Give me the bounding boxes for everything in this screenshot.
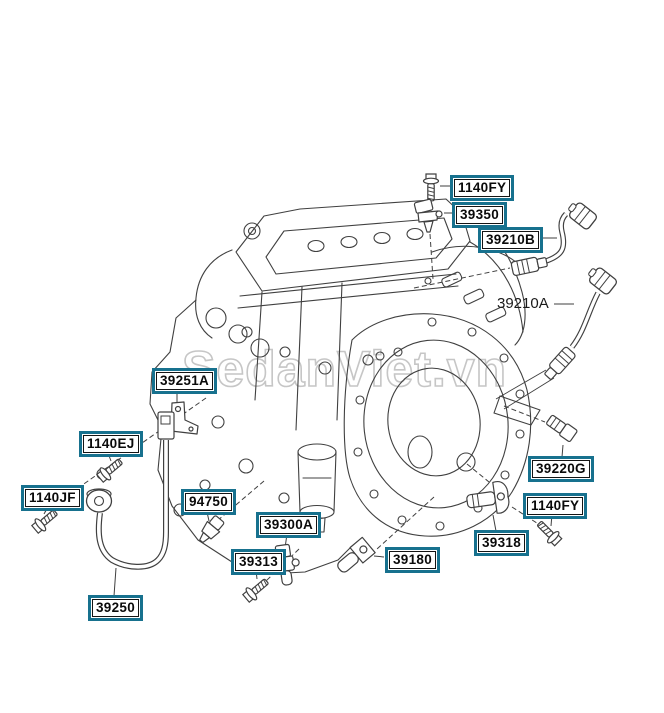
part-label-text: 1140FY: [527, 497, 584, 515]
watermark-text: SedanViet.vn: [182, 341, 507, 397]
part-label-text: 39250: [92, 599, 140, 617]
part-label-text: 1140FY: [454, 179, 511, 197]
part-label-text: 39210B: [482, 231, 540, 249]
part-label-1140ej[interactable]: 1140EJ: [79, 431, 143, 457]
part-label-text: 39180: [389, 551, 437, 569]
bolt-icon-1140fy-bottom: [533, 517, 565, 549]
part-label-1140fy-bottom[interactable]: 1140FY: [523, 493, 588, 519]
part-label-text: 39220G: [532, 460, 590, 478]
oxygen-sensor-icon-39210b: [510, 198, 599, 277]
part-label-text: 39313: [235, 553, 283, 571]
coolant-temp-sensor-icon-39350: [413, 198, 443, 233]
part-label-39250[interactable]: 39250: [88, 595, 144, 621]
engine-line-art: [96, 198, 541, 575]
knock-sensor-cable-icon-39250: [85, 411, 175, 570]
watermark: SedanViet.vn: [181, 340, 507, 398]
part-label-39350[interactable]: 39350: [452, 202, 508, 228]
sensor-icon-39318: [466, 481, 510, 514]
bracket-icon-39251a: [170, 401, 199, 435]
crankshaft-position-sensor-icon-39180: [337, 536, 376, 573]
part-label-39220g[interactable]: 39220G: [528, 456, 594, 482]
part-label-39210b[interactable]: 39210B: [478, 227, 544, 253]
part-label-39300a[interactable]: 39300A: [256, 512, 322, 538]
temp-sensor-icon-39220g: [546, 414, 578, 443]
part-label-39313[interactable]: 39313: [231, 549, 287, 575]
part-label-94750[interactable]: 94750: [181, 489, 237, 515]
part-label-text: 39318: [478, 534, 526, 552]
part-label-text: 39251A: [156, 372, 214, 390]
part-label-text: 94750: [185, 493, 233, 511]
bolt-icon-1140fy-top: [422, 173, 440, 202]
part-label-text: 1140EJ: [83, 435, 139, 453]
part-label-39180[interactable]: 39180: [385, 547, 441, 573]
part-label-text: 39300A: [260, 516, 318, 534]
part-label-1140fy-top[interactable]: 1140FY: [450, 175, 515, 201]
part-label-39251a[interactable]: 39251A: [152, 368, 218, 394]
part-label-text: 1140JF: [25, 489, 80, 507]
oil-pressure-switch-icon-94750: [199, 515, 225, 544]
part-label-39318[interactable]: 39318: [474, 530, 530, 556]
part-label-1140jf[interactable]: 1140JF: [21, 485, 84, 511]
part-label-text: 39350: [456, 206, 504, 224]
oxygen-sensor-icon-39210a: [541, 263, 619, 383]
part-label-39210a[interactable]: 39210A: [497, 295, 549, 312]
